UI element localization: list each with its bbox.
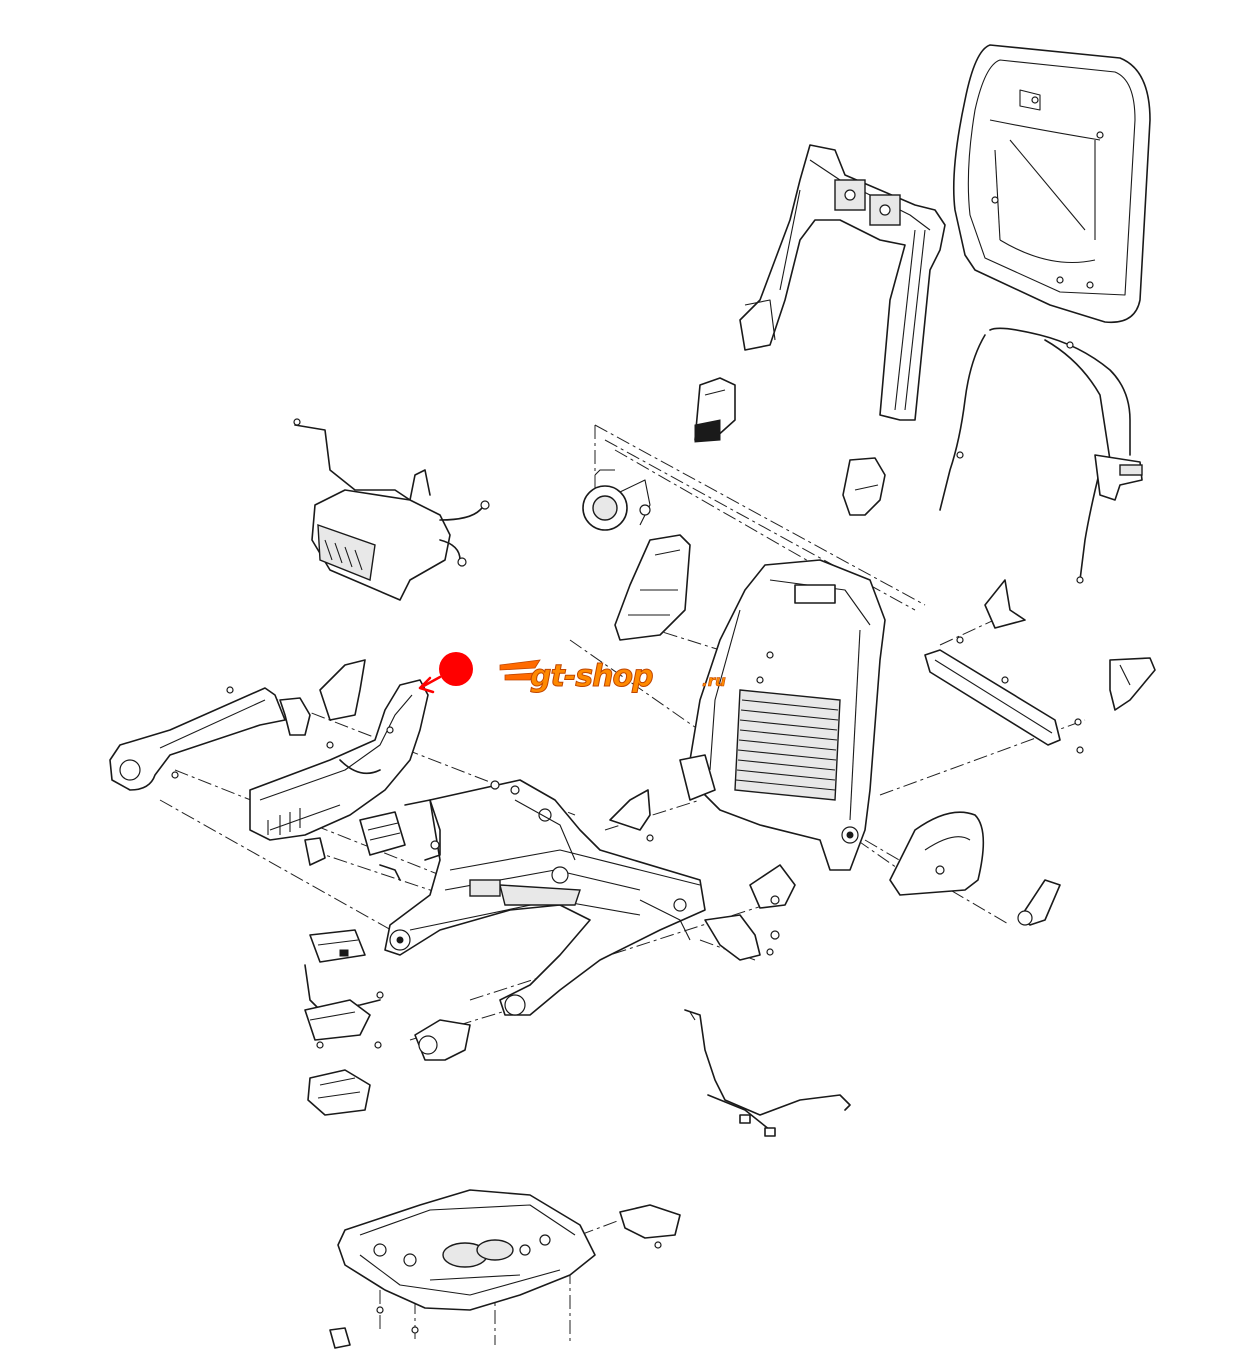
wire-harness [939, 327, 1143, 584]
seat-side-shield-highlighted [249, 659, 429, 841]
seat-base-frame [384, 779, 706, 1016]
trim-clip-upper [694, 377, 736, 443]
cross-member [924, 636, 1084, 754]
rear-latch-bracket [704, 914, 780, 961]
speed-streak-icon [499, 659, 541, 681]
front-pivot-trim [414, 1019, 471, 1061]
memory-module [309, 929, 366, 963]
seat-back-frame [679, 559, 886, 871]
seat-ecu-module [307, 1069, 371, 1116]
recliner-handle [1017, 879, 1061, 926]
back-frame-grille [735, 699, 839, 791]
recliner-trim-cover [889, 811, 985, 896]
seat-cushion-pan [337, 1189, 596, 1311]
watermark-tld: .ru [702, 672, 726, 690]
watermark-brand: gt-shop [530, 659, 653, 694]
harness-bracket-small [379, 799, 441, 881]
cushion-clip-right [619, 1204, 681, 1249]
cushion-clip-bottom-left [329, 1306, 419, 1349]
floor-harness-bracket [684, 1009, 851, 1137]
side-airbag-module [614, 534, 691, 641]
lumbar-pump [582, 469, 651, 531]
back-upper-frame [739, 144, 946, 421]
track-end-bracket [749, 864, 796, 909]
seat-back-panel [952, 44, 1151, 324]
module-mount-bracket [304, 964, 384, 1049]
mid-bracket-shield [609, 789, 654, 842]
arrow-icon [418, 675, 442, 694]
highlight-marker [418, 652, 473, 694]
gt-shop-watermark: gt-shop .ru [499, 659, 726, 695]
red-dot-icon [439, 652, 473, 686]
bracket-upper-right [984, 579, 1026, 629]
seat-control-module-bracket [293, 418, 490, 601]
bracket-far-right [1109, 657, 1156, 711]
seat-track-arm-left [109, 686, 334, 791]
switch-bezel-clip [304, 837, 326, 866]
trim-clip-side [842, 457, 886, 516]
power-seat-switch-module [359, 811, 406, 856]
